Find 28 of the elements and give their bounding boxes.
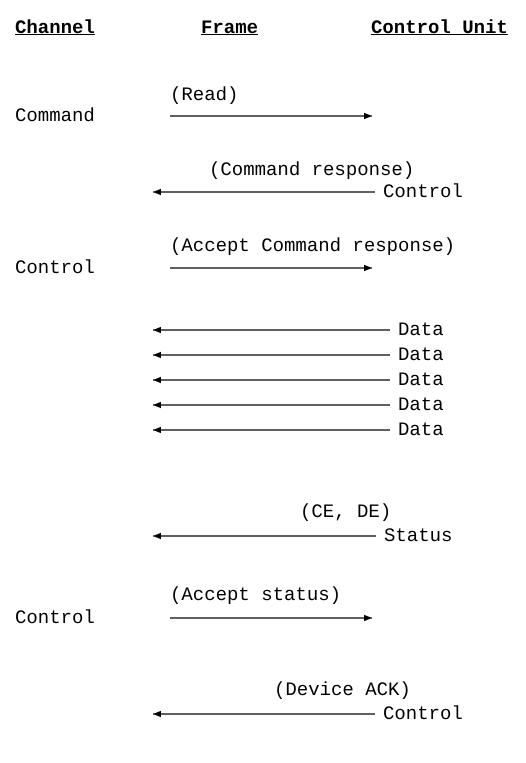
arrow xyxy=(153,376,390,384)
message-name: Data xyxy=(398,419,444,441)
message-name: Data xyxy=(398,344,444,366)
message-name: Data xyxy=(398,369,444,391)
arrow xyxy=(153,402,390,408)
column-heading: Control Unit xyxy=(371,17,508,39)
message-name: Data xyxy=(398,394,444,416)
message-name: Control xyxy=(383,181,463,203)
arrow xyxy=(153,426,390,434)
edge-label: (Accept status) xyxy=(170,584,342,606)
edge-label: (Device ACK) xyxy=(274,679,411,701)
edge-label: (Accept Command response) xyxy=(170,235,456,257)
arrow xyxy=(153,710,375,718)
column-heading: Frame xyxy=(201,17,258,39)
message-name: Control xyxy=(15,607,95,629)
message-name: Command xyxy=(15,105,95,127)
edge-label: (Command response) xyxy=(209,159,414,181)
arrow xyxy=(153,188,375,196)
arrow xyxy=(153,532,376,540)
message-name: Status xyxy=(384,525,452,547)
arrow xyxy=(153,326,390,334)
edge-label: (Read) xyxy=(170,84,238,106)
edge-label: (CE, DE) xyxy=(300,501,392,523)
message-name: Control xyxy=(15,257,95,279)
column-heading: Channel xyxy=(15,17,95,39)
message-name: Data xyxy=(398,319,444,341)
arrow xyxy=(153,352,390,358)
message-name: Control xyxy=(383,703,463,725)
